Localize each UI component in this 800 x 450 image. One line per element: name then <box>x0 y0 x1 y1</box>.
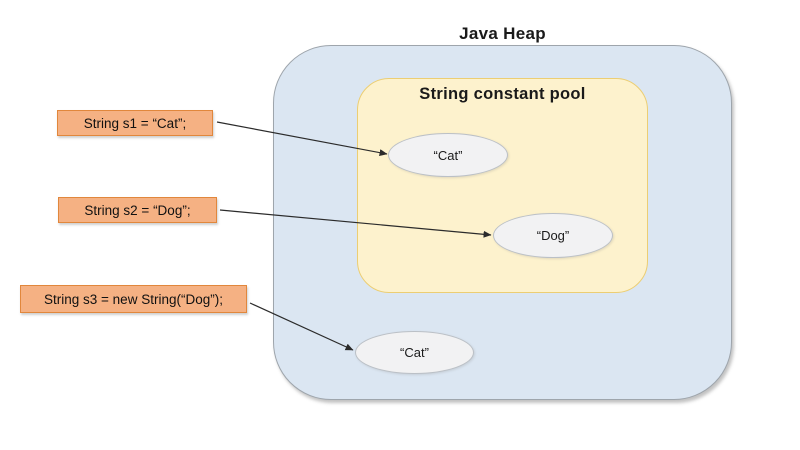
string-constant-pool-container <box>357 78 648 293</box>
pool-string-object-dog: “Dog” <box>493 213 613 258</box>
pool-string-object-cat: “Cat” <box>388 133 508 177</box>
code-statement-s1: String s1 = “Cat”; <box>57 110 213 136</box>
heap-string-object-cat: “Cat” <box>355 331 474 374</box>
code-statement-s3: String s3 = new String(“Dog”); <box>20 285 247 313</box>
code-statement-s2: String s2 = “Dog”; <box>58 197 217 223</box>
string-constant-pool-label: String constant pool <box>419 85 586 103</box>
diagram-title: Java Heap <box>459 24 546 43</box>
